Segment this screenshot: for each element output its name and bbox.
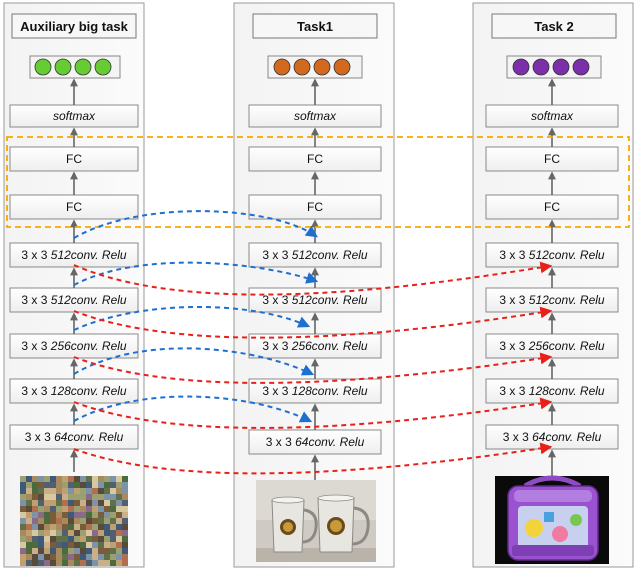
output-node — [74, 58, 92, 76]
fc-label: FC — [544, 152, 560, 166]
output-nodes — [506, 55, 602, 79]
title-box — [252, 13, 378, 39]
conv-label: 3 x 3 512conv. Relu — [262, 248, 368, 262]
conv-layer-512b — [248, 287, 382, 313]
output-nodes — [29, 55, 121, 79]
conv-layer-512a — [9, 242, 139, 268]
conv-label: 3 x 3 256conv. Relu — [21, 339, 127, 353]
conv-label: 3 x 3 512conv. Relu — [262, 293, 368, 307]
output-node — [313, 58, 331, 76]
fc-layer-bottom — [485, 194, 619, 220]
output-node — [293, 58, 311, 76]
column-panel-task2 — [472, 2, 634, 568]
fc-layer-top — [248, 146, 382, 172]
transfer-arrow-blue — [73, 395, 313, 423]
column-aux: Auxiliary big task softmax FC FC 3 x 3 5… — [9, 13, 139, 566]
transfer-arrow-red — [73, 442, 553, 475]
conv-layer-64 — [9, 424, 139, 450]
conv-label: 3 x 3 512conv. Relu — [499, 293, 605, 307]
transfer-arrow-red — [73, 352, 553, 384]
conv-label: 3 x 3 64conv. Relu — [266, 435, 365, 449]
output-node — [54, 58, 72, 76]
conv-layer-512a — [248, 242, 382, 268]
output-node — [572, 58, 590, 76]
conv-layer-128 — [9, 378, 139, 404]
conv-label: 3 x 3 512conv. Relu — [21, 293, 127, 307]
fc-layer-bottom — [9, 194, 139, 220]
conv-label: 3 x 3 128conv. Relu — [262, 384, 368, 398]
column-title: Auxiliary big task — [20, 19, 128, 34]
fc-label: FC — [544, 200, 560, 214]
input-image-mosaic — [20, 476, 128, 566]
fc-layer-top — [485, 146, 619, 172]
conv-label: 3 x 3 64conv. Relu — [503, 430, 602, 444]
conv-layer-512b — [9, 287, 139, 313]
output-node — [532, 58, 550, 76]
conv-label: 3 x 3 128conv. Relu — [21, 384, 127, 398]
transfer-arrow-red — [73, 397, 553, 429]
input-image-backpack — [495, 475, 609, 564]
softmax-label: softmax — [294, 109, 337, 123]
transfer-arrow-red — [73, 306, 553, 339]
transfer-arrow-blue — [73, 347, 315, 376]
fc-label: FC — [66, 152, 82, 166]
column-title: Task 2 — [534, 19, 574, 34]
fc-layer-top — [9, 146, 139, 172]
softmax-label: softmax — [53, 109, 96, 123]
column-task2: Task 2 softmax FC FC 3 x 3 512conv. Relu… — [485, 13, 619, 564]
input-image-beer-mugs — [256, 480, 376, 562]
conv-label: 3 x 3 512conv. Relu — [499, 248, 605, 262]
output-node — [333, 58, 351, 76]
output-node — [94, 58, 112, 76]
conv-label: 3 x 3 256conv. Relu — [499, 339, 605, 353]
column-task1: Task1 softmax FC FC 3 x 3 512conv. Relu … — [248, 13, 382, 562]
output-nodes — [267, 55, 363, 79]
fc-label: FC — [307, 152, 323, 166]
conv-layer-64 — [485, 424, 619, 450]
conv-label: 3 x 3 512conv. Relu — [21, 248, 127, 262]
output-node — [552, 58, 570, 76]
column-title: Task1 — [297, 19, 333, 34]
fc-label: FC — [66, 200, 82, 214]
output-node — [512, 58, 530, 76]
title-box — [11, 13, 137, 39]
softmax-label: softmax — [531, 109, 574, 123]
output-node — [273, 58, 291, 76]
transfer-arrow-blue — [73, 210, 318, 239]
transfer-arrow-red — [73, 261, 553, 296]
conv-label: 3 x 3 128conv. Relu — [499, 384, 605, 398]
fc-label: FC — [307, 200, 323, 214]
conv-label: 3 x 3 64conv. Relu — [25, 430, 124, 444]
output-node — [34, 58, 52, 76]
conv-label: 3 x 3 256conv. Relu — [262, 339, 368, 353]
title-box — [491, 13, 617, 39]
conv-layer-64 — [248, 429, 382, 455]
fc-highlight-box — [6, 136, 630, 228]
